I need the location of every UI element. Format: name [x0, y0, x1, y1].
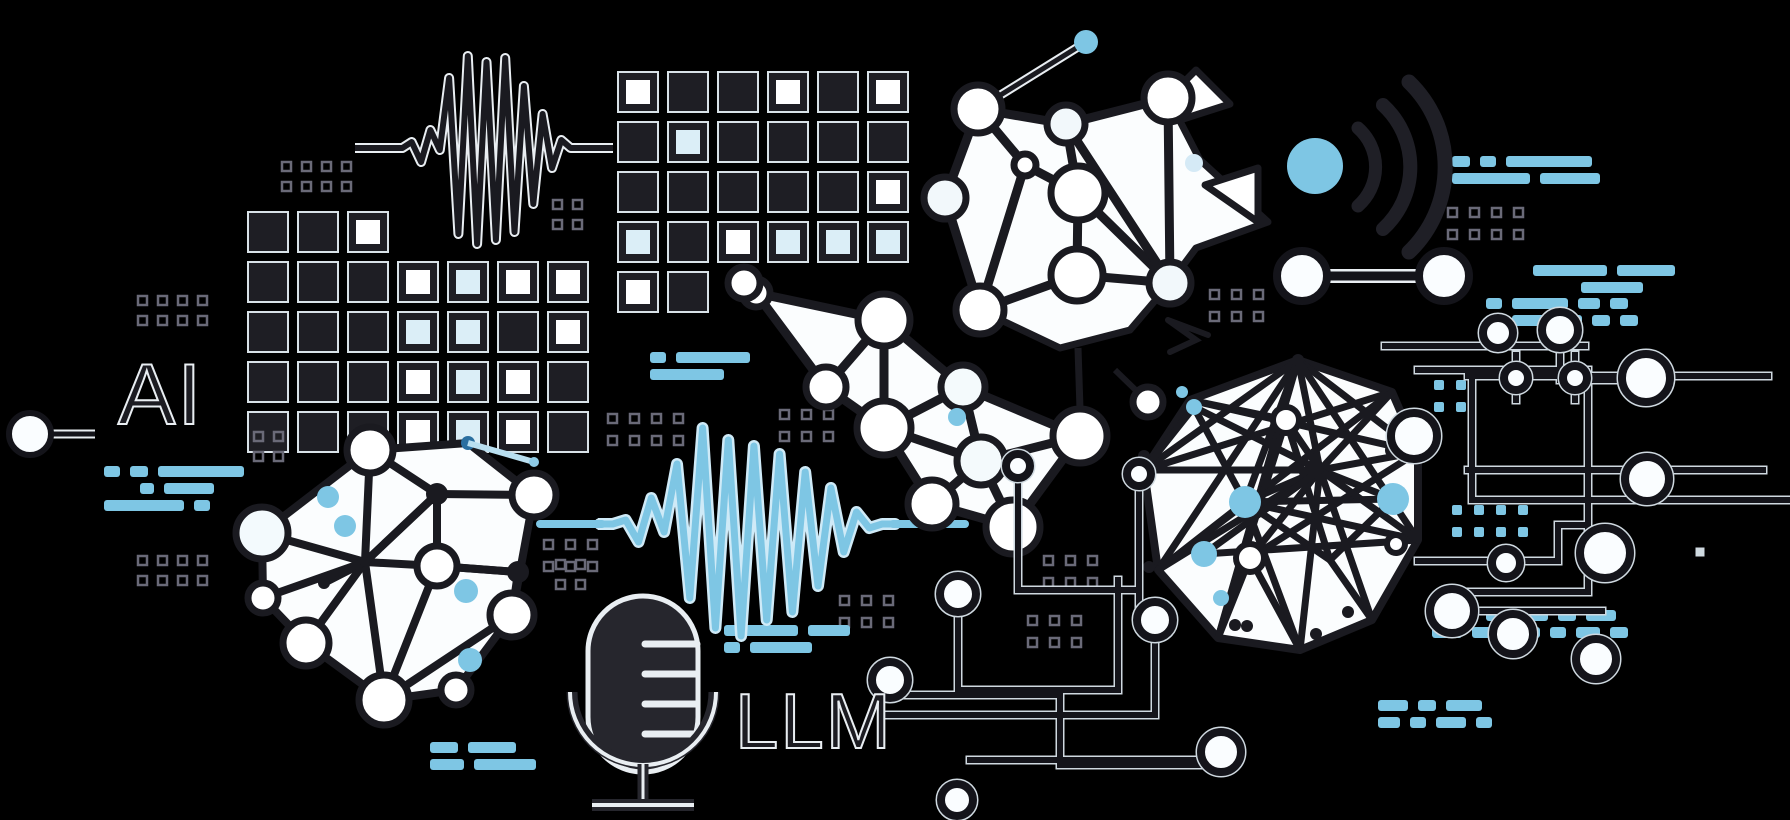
llm-label: LLM [734, 677, 893, 765]
ai-label: AI [117, 347, 204, 443]
node-connector-pair-icon [1273, 247, 1473, 305]
network-graph-center-icon [724, 263, 1111, 558]
microphone-icon [566, 593, 720, 811]
audio-waveform-dark-icon [355, 51, 613, 249]
network-graph-top-icon [920, 30, 1272, 410]
node-connector-icon [6, 410, 95, 458]
center-stub-icon [724, 263, 764, 303]
wifi-signal-icon [1287, 74, 1453, 260]
right-sphere-stub [1112, 367, 1167, 421]
pixel-dot-clusters [136, 160, 1528, 649]
right-pixel-matrix [617, 71, 909, 313]
data-bar-groups [104, 156, 1675, 770]
left-pixel-matrix [247, 211, 589, 453]
network-sphere-left-icon [232, 423, 560, 729]
circuit-board-icon [866, 306, 1790, 820]
network-sphere-right-icon [1112, 354, 1422, 654]
left-sphere-antenna [467, 440, 539, 467]
